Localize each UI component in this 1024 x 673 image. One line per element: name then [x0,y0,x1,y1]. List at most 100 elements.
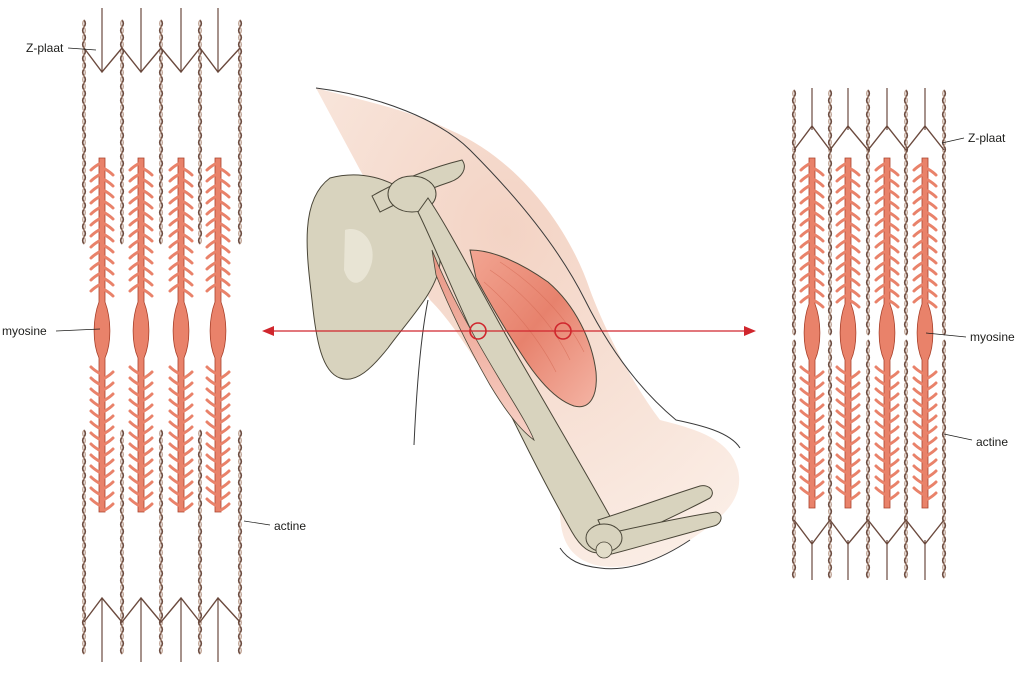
myosin-head [103,392,115,402]
myosin-head [874,365,886,375]
myosin-head [849,200,861,210]
myosin-head [926,469,938,479]
myosin-head [849,491,861,501]
myosin-head [835,217,847,227]
scapula-highlight [344,229,373,283]
myosin-head [835,464,847,474]
myosin-head [849,381,861,391]
myosin-head [835,239,847,249]
myosin-head [888,414,900,424]
myosin-head [874,376,886,386]
myosin-head [219,277,231,287]
myosin-head [205,261,217,271]
actin-strand [159,19,163,245]
myosin-head [89,398,101,408]
myosin-head [926,425,938,435]
myosin-filament [132,157,150,513]
myosin-head [926,403,938,413]
myosin-head [103,200,115,210]
myosin-head [168,409,180,419]
myosin-head [142,200,154,210]
myosin-head [835,365,847,375]
myosin-head [182,222,194,232]
myosin-head [182,200,194,210]
myosin-head [874,162,886,172]
myosin-head [128,431,140,441]
myosin-head [205,239,217,249]
myosin-head [849,277,861,287]
myosin-head [912,464,924,474]
myosin-head [912,272,924,282]
myosin-head [89,387,101,397]
myosin-head [89,261,101,271]
myosin-head [103,222,115,232]
myosin-head [142,189,154,199]
myosin-head [205,497,217,507]
myosin-head [874,486,886,496]
myosin-head [888,381,900,391]
myosin-head [142,425,154,435]
myosin-head [142,255,154,265]
myosin-head [912,250,924,260]
myosin-head [849,167,861,177]
myosin-head [205,431,217,441]
myosin-head [219,288,231,298]
myosin-head [128,217,140,227]
myosin-head [835,228,847,238]
myosin-head [849,244,861,254]
leader-myosin-left [55,328,101,332]
myosin-head [182,277,194,287]
leader-actin-left [243,520,271,526]
myosin-head [849,299,861,309]
myosin-head [142,233,154,243]
myosin-head [205,272,217,282]
myosin-head [874,261,886,271]
myosin-head [799,420,811,430]
myosin-head [835,184,847,194]
myosin-head [128,387,140,397]
myosin-head [168,387,180,397]
myosin-head [205,387,217,397]
myosin-head [888,288,900,298]
myosin-head [874,442,886,452]
myosin-head [888,469,900,479]
myosin-head [799,398,811,408]
myosin-head [103,255,115,265]
arm-outline-upper [315,87,741,449]
label-z-plaat-right: Z-plaat [968,131,1006,145]
myosin-head [89,453,101,463]
myosin-head [128,195,140,205]
myosin-head [205,250,217,260]
myosin-head [182,178,194,188]
contracted-sarcomere-icon [791,88,947,580]
myosin-head [799,162,811,172]
myosin-head [89,283,101,293]
myosin-head [813,392,825,402]
myosin-head [168,442,180,452]
myosin-head [813,211,825,221]
myosin-head [103,436,115,446]
myosin-head [103,266,115,276]
myosin-head [219,381,231,391]
myosin-head [142,469,154,479]
myosin-head [849,233,861,243]
myosin-head [219,502,231,512]
myosin-head [835,431,847,441]
myosin-head [888,200,900,210]
myosin-head [219,189,231,199]
actin-strand [120,19,124,245]
myosin-head [103,277,115,287]
myosin-head [128,497,140,507]
myosin-head [142,414,154,424]
myosin-head [205,453,217,463]
myosin-head [168,206,180,216]
myosin-head [142,403,154,413]
myosin-head [888,277,900,287]
myosin-head [926,167,938,177]
myosin-head [835,206,847,216]
myosin-head [103,425,115,435]
myosin-head [168,272,180,282]
myosin-head [799,272,811,282]
myosin-head [142,244,154,254]
myosin-head [89,206,101,216]
